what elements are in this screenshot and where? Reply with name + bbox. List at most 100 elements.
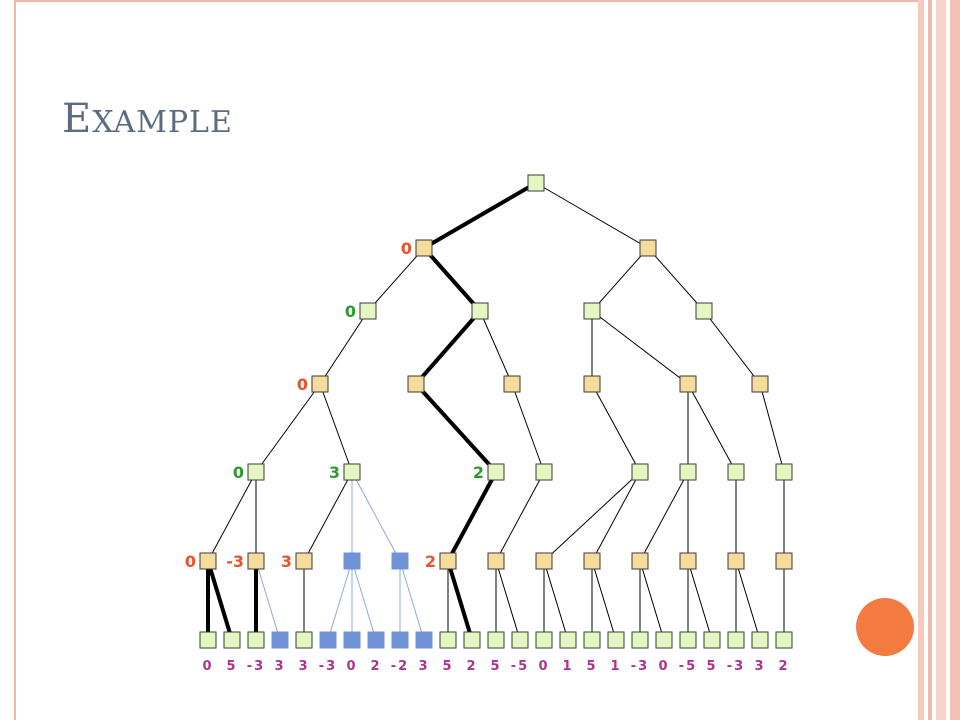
- leaf-node-leaf-15: [559, 631, 577, 649]
- leaf-value-13: -5: [511, 659, 529, 674]
- tree-edge: [511, 383, 545, 473]
- pruned-edge: [327, 560, 353, 641]
- leaf-value-22: -3: [727, 659, 745, 674]
- tree-edge: [687, 560, 713, 641]
- node-value-d2-0: 0: [345, 302, 356, 321]
- leaf-node-leaf-24: [775, 631, 793, 649]
- min-node-d5-11: [727, 552, 745, 570]
- leaf-value-4: 3: [298, 659, 309, 674]
- best-path-edge: [414, 382, 498, 474]
- slide-title-initial: E: [62, 96, 93, 142]
- leaf-value-21: 5: [706, 659, 717, 674]
- accent-circle: [856, 598, 914, 656]
- tree-edge: [591, 247, 649, 312]
- max-node-d4-3: [535, 463, 553, 481]
- min-node-d3-2: [503, 375, 521, 393]
- node-value-d4-1: 3: [329, 463, 340, 482]
- tree-edge: [639, 471, 689, 562]
- tree-edge: [591, 471, 641, 562]
- pruned-edge: [399, 560, 425, 641]
- leaf-node-leaf-6: [343, 631, 361, 649]
- min-node-d5-7: [535, 552, 553, 570]
- min-node-d5-10: [679, 552, 697, 570]
- leaf-value-17: 1: [610, 659, 621, 674]
- pruned-edge: [255, 560, 281, 641]
- max-node-d4-6: [727, 463, 745, 481]
- leaf-value-24: 2: [778, 659, 789, 674]
- slide-frame-left-line: [14, 0, 16, 720]
- leaf-value-14: 0: [538, 659, 549, 674]
- leaf-value-8: -2: [391, 659, 409, 674]
- min-node-d1-0: [415, 239, 433, 257]
- leaf-node-leaf-12: [487, 631, 505, 649]
- leaf-value-3: 3: [274, 659, 285, 674]
- node-value-d5-5: 2: [425, 552, 436, 571]
- tree-edge: [255, 383, 321, 473]
- leaf-value-12: 5: [490, 659, 501, 674]
- leaf-value-1: 5: [226, 659, 237, 674]
- tree-edge: [319, 310, 369, 385]
- leaf-value-6: 0: [346, 659, 357, 674]
- tree-edge: [543, 560, 569, 641]
- leaf-value-20: -5: [679, 659, 697, 674]
- max-node-d2-1: [471, 302, 489, 320]
- min-node-d5-9: [631, 552, 649, 570]
- min-node-d3-0: [311, 375, 329, 393]
- leaf-value-5: -3: [319, 659, 337, 674]
- min-node-d5-8: [583, 552, 601, 570]
- max-node-d2-2: [583, 302, 601, 320]
- leaf-node-leaf-18: [631, 631, 649, 649]
- leaf-value-10: 5: [442, 659, 453, 674]
- leaf-value-16: 5: [586, 659, 597, 674]
- tree-nodes: [199, 174, 793, 649]
- slide-frame-top-line: [14, 0, 920, 2]
- tree-edge: [495, 471, 545, 562]
- pruned-edge: [351, 560, 377, 641]
- best-path-edge: [422, 246, 482, 313]
- max-node-d4-2: [487, 463, 505, 481]
- tree-edge: [591, 310, 689, 385]
- leaf-value-7: 2: [370, 659, 381, 674]
- leaf-value-9: 3: [418, 659, 429, 674]
- leaf-node-leaf-9: [415, 631, 433, 649]
- leaf-node-leaf-4: [295, 631, 313, 649]
- best-path-edge: [446, 560, 474, 641]
- leaf-value-0: 0: [202, 659, 213, 674]
- leaf-node-leaf-21: [703, 631, 721, 649]
- leaf-node-leaf-1: [223, 631, 241, 649]
- min-node-d5-5: [439, 552, 457, 570]
- max-node-d2-3: [695, 302, 713, 320]
- max-node-d4-5: [679, 463, 697, 481]
- pruned-node-d5-4: [391, 552, 409, 570]
- min-node-d3-5: [751, 375, 769, 393]
- leaf-node-leaf-23: [751, 631, 769, 649]
- slide-frame-right-stripes: [918, 0, 960, 720]
- max-node-d4-0: [247, 463, 265, 481]
- leaf-node-leaf-0: [199, 631, 217, 649]
- max-node-d2-0: [359, 302, 377, 320]
- tree-edge: [687, 383, 737, 473]
- max-node-d4-1: [343, 463, 361, 481]
- min-node-d5-2: [295, 552, 313, 570]
- min-node-d3-4: [679, 375, 697, 393]
- min-node-d3-1: [407, 375, 425, 393]
- leaf-node-leaf-17: [607, 631, 625, 649]
- best-path-edge: [446, 471, 498, 562]
- leaf-value-23: 3: [754, 659, 765, 674]
- tree-edge: [703, 310, 761, 385]
- max-node-d4-4: [631, 463, 649, 481]
- leaf-value-11: 2: [466, 659, 477, 674]
- tree-edge: [319, 383, 353, 473]
- node-value-d4-0: 0: [233, 463, 244, 482]
- best-path-edge: [206, 560, 234, 641]
- tree-edge: [543, 471, 641, 562]
- tree-edge: [495, 560, 521, 641]
- leaf-node-leaf-16: [583, 631, 601, 649]
- tree-edge: [735, 560, 761, 641]
- node-value-d5-2: 3: [281, 552, 292, 571]
- max-node-d4-7: [775, 463, 793, 481]
- leaf-node-leaf-3: [271, 631, 289, 649]
- tree-edge: [479, 310, 513, 385]
